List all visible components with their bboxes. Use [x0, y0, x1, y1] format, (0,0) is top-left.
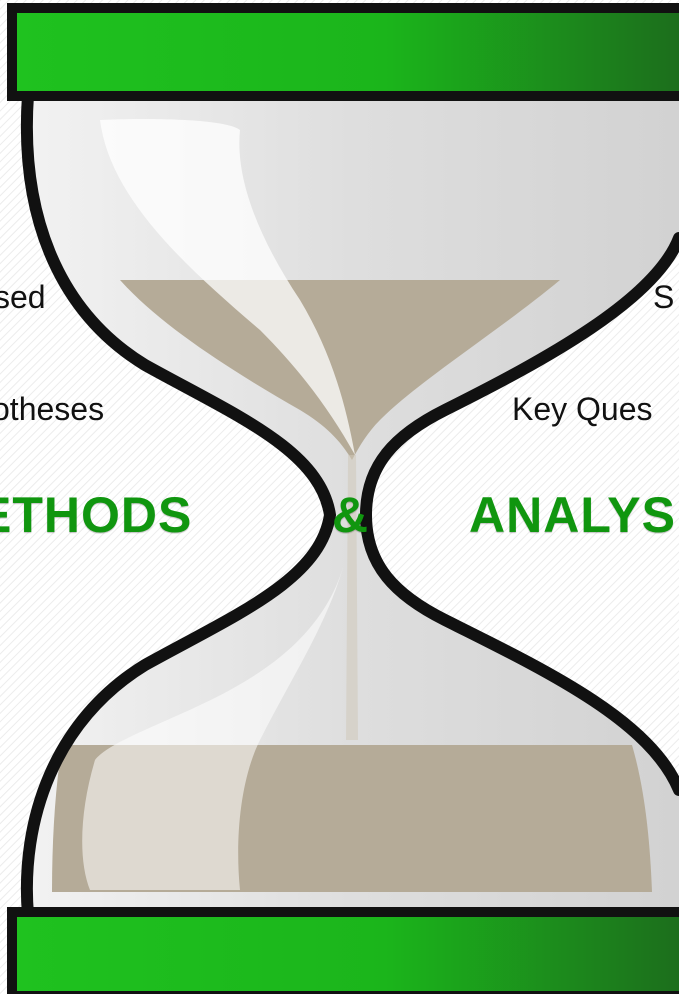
- hourglass-frame: [20, 89, 337, 921]
- glass-highlight-top: [100, 119, 355, 456]
- label-right-1: S: [653, 279, 675, 315]
- label-left-2: otheses: [0, 391, 105, 427]
- glass-highlight-bottom: [82, 560, 345, 890]
- analysis-label: ANALYS: [469, 487, 676, 543]
- methods-label: ETHODS: [0, 487, 193, 543]
- top-cap: [7, 3, 679, 101]
- hourglass-frame-right: [359, 232, 679, 796]
- sand-stream: [346, 455, 358, 740]
- label-left-1: sed: [0, 279, 46, 315]
- label-right-2: Key Ques: [512, 391, 653, 427]
- ampersand-label: &: [332, 487, 370, 543]
- top-sand: [120, 280, 560, 460]
- bottom-cap: [7, 907, 679, 994]
